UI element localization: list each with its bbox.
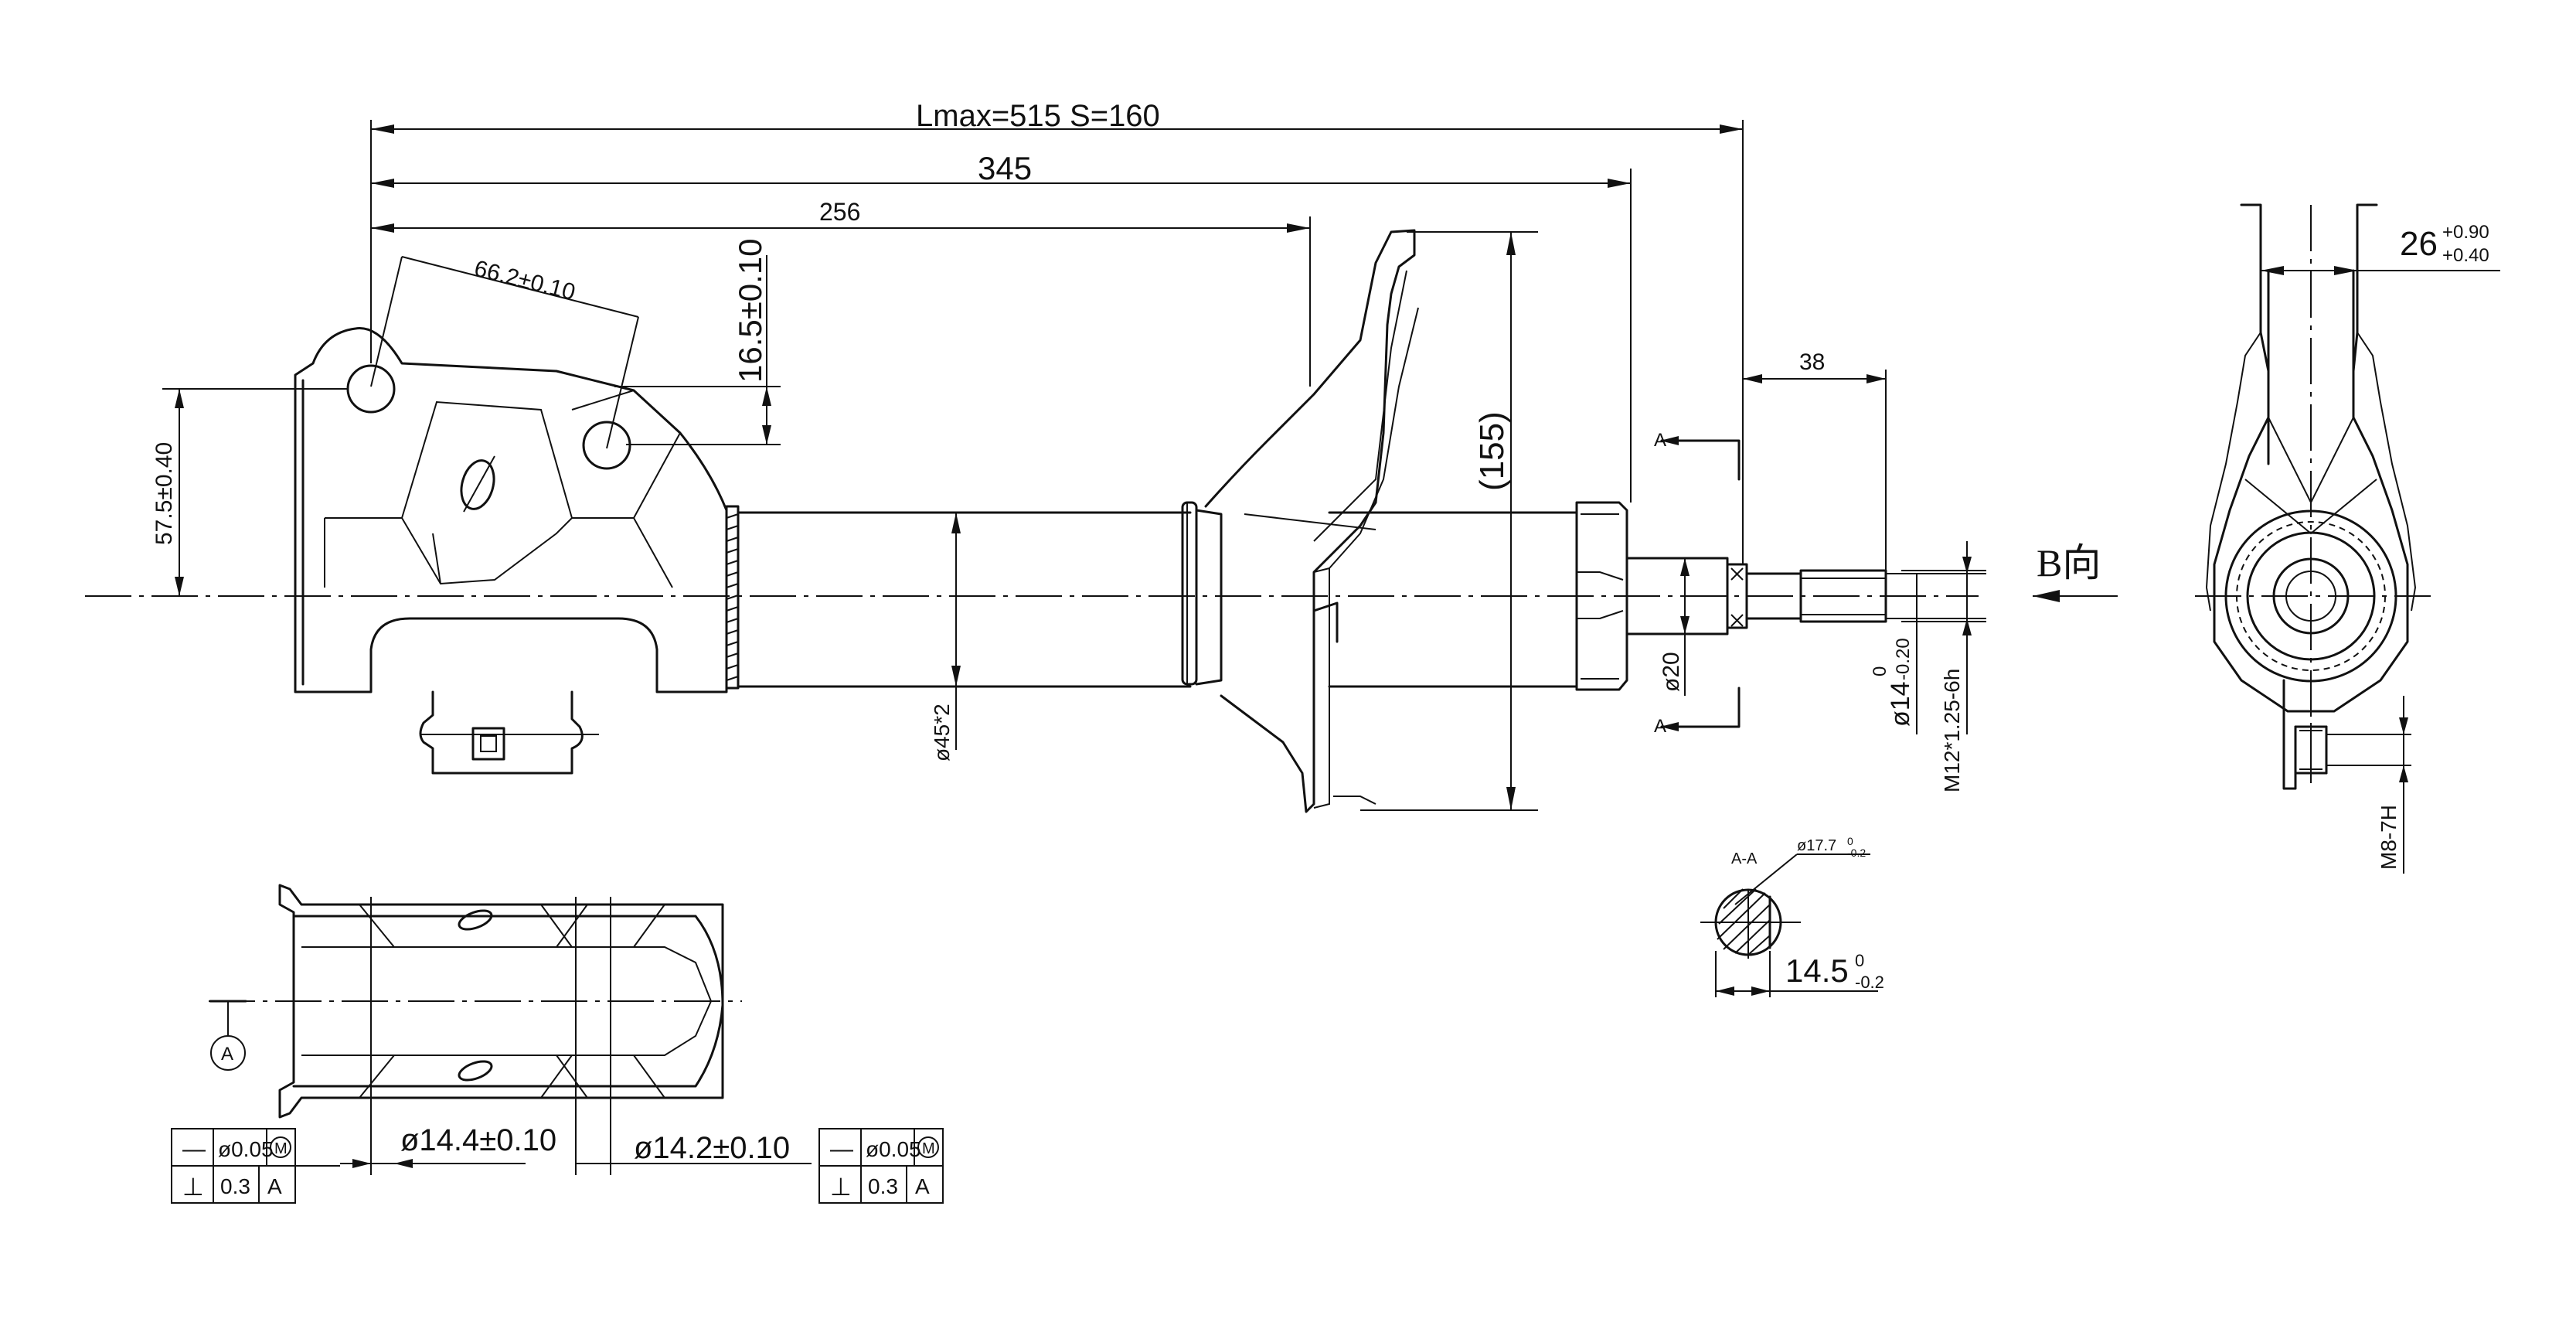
length-256-label: 256	[819, 198, 860, 226]
section-aa-view: A-A ø17.7 0 -0.2 14.5 0 -0.2	[1700, 835, 1884, 997]
knuckle-bracket	[294, 327, 740, 775]
length-345-label: 345	[978, 150, 1032, 186]
knurl-ring	[725, 505, 740, 690]
bottom-view: A ø14.4±0.10 ø14.2±0.10	[209, 884, 812, 1175]
shock-tube	[737, 511, 1192, 688]
eye-height-label: 57.5±0.40	[151, 442, 177, 545]
rod-length-label: 38	[1799, 349, 1825, 375]
spring-seat	[1181, 229, 1419, 813]
tol-left-r2-sym: ⊥	[182, 1173, 204, 1201]
rod-tip-diameter-label: ø14	[1886, 681, 1915, 727]
tube-diameter-label: ø45*2	[930, 704, 954, 762]
hole-left-label: ø14.4±0.10	[400, 1123, 556, 1157]
tolerance-frame-left: — ø0.05 M ⊥ 0.3 A	[171, 1128, 340, 1204]
datum-label: A	[221, 1044, 233, 1065]
tolerance-frame-right: — ø0.05 M ⊥ 0.3 A	[818, 1128, 944, 1204]
bracket-tol-lower: +0.40	[2442, 245, 2489, 266]
section-aa-label: A-A	[1731, 850, 1758, 867]
upper-tube	[1328, 501, 1887, 691]
direction-label: B向	[2037, 541, 2101, 584]
section-cut-top: A	[1654, 430, 1666, 451]
tol-right-r1-mod: M	[922, 1140, 935, 1157]
upper-eye	[346, 364, 396, 414]
section-flat-tol-upper: 0	[1855, 951, 1864, 970]
section-diameter-label: ø17.7	[1797, 837, 1836, 854]
tol-left-r1-sym: —	[182, 1136, 206, 1162]
section-flat-label: 14.5	[1785, 952, 1849, 989]
dimension-lines	[162, 120, 2118, 811]
rod-tip-tol-upper: 0	[1870, 666, 1890, 676]
section-flat-tol-lower: -0.2	[1855, 973, 1884, 992]
tol-right-r2-ref: A	[915, 1174, 930, 1198]
eye-offset-label: 16.5±0.10	[732, 238, 768, 383]
thread-label: M12*1.25-6h	[1940, 669, 1964, 792]
tol-right-r1-val: ø0.05	[866, 1137, 921, 1161]
hole-right-label: ø14.2±0.10	[634, 1131, 790, 1165]
tol-left-r2-ref: A	[267, 1174, 282, 1198]
tol-right-r2-sym: ⊥	[830, 1173, 852, 1201]
bracket-width-label: 26	[2400, 225, 2438, 263]
spring-seat-height-label: (155)	[1473, 411, 1511, 491]
bracket-tol-upper: +0.90	[2442, 222, 2489, 243]
eye-spacing-label: 66.2±0.10	[471, 256, 577, 305]
tol-right-r2-val: 0.3	[868, 1174, 898, 1198]
section-cut-bottom: A	[1654, 716, 1666, 737]
section-diameter-tol-lower: -0.2	[1847, 847, 1866, 859]
tol-left-r1-val: ø0.05	[218, 1137, 274, 1161]
overall-length-label: Lmax=515 S=160	[916, 99, 1160, 133]
main-view: Lmax=515 S=160 345 256 66.2±0.10 16.5±0.…	[85, 99, 2118, 813]
tol-right-r1-sym: —	[830, 1136, 853, 1162]
tol-left-r2-val: 0.3	[220, 1174, 250, 1198]
rod-tip-tol-lower: -0.20	[1893, 638, 1914, 680]
bracket-thread-label: M8-7H	[2377, 805, 2401, 870]
section-diameter-tol-upper: 0	[1847, 835, 1853, 847]
tol-left-r1-mod: M	[274, 1140, 288, 1157]
side-view: 26 +0.90 +0.40 M8-7H	[2195, 203, 2500, 874]
rod-diameter-label: ø20	[1659, 652, 1684, 692]
